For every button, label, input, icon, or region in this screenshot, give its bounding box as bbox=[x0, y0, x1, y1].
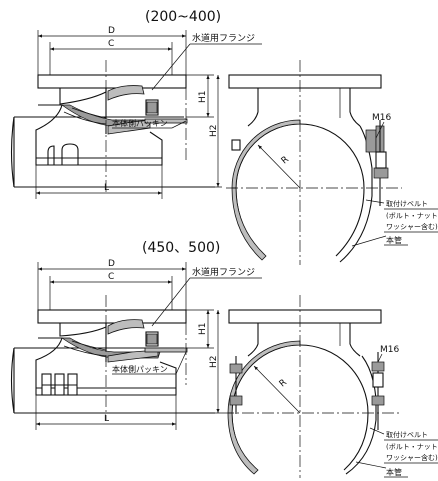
dim-d: D bbox=[108, 26, 115, 36]
belt-label-1: 取付けベルト bbox=[386, 430, 428, 439]
size-range-label: (450、500) bbox=[142, 240, 220, 256]
flange-label: 水道用フランジ bbox=[192, 32, 255, 44]
bolt-label: M16 bbox=[372, 113, 391, 123]
front-view: R M16 取付けベルト (ボルト・ナット・ ワッシャー含む) 本管 bbox=[222, 295, 438, 478]
dim-h2: H2 bbox=[209, 356, 219, 369]
side-section-view: D C L H1 H2 水道用フランジ 本体側パ bbox=[10, 26, 262, 199]
front-view: R M16 取付けベルト (ボルト・ナット・ ワッシャー含む) 本管 bbox=[226, 60, 438, 265]
dim-l: L bbox=[104, 183, 109, 193]
belt-label-3: ワッシャー含む) bbox=[386, 222, 438, 231]
belt-label-2: (ボルト・ナット・ bbox=[386, 212, 438, 220]
dim-c: C bbox=[108, 39, 114, 49]
dim-d: D bbox=[108, 259, 115, 269]
main-pipe-label: 本管 bbox=[386, 235, 402, 245]
view-450-500: (450、500) bbox=[10, 240, 438, 478]
belt-label-3: ワッシャー含む) bbox=[386, 453, 438, 462]
belt-label-1: 取付けベルト bbox=[386, 199, 428, 208]
packing-label: 本体側パッキン bbox=[112, 364, 168, 374]
dim-h2: H2 bbox=[209, 125, 219, 138]
dim-c: C bbox=[108, 272, 114, 282]
side-section-view: D C L H1 H2 水道用フランジ 本体側パ bbox=[10, 259, 262, 430]
dim-l: L bbox=[104, 414, 109, 424]
belt-label-2: (ボルト・ナット・ bbox=[386, 443, 438, 451]
main-pipe-label: 本管 bbox=[386, 467, 402, 477]
bolt-label: M16 bbox=[380, 345, 399, 355]
dim-r: R bbox=[280, 155, 291, 167]
flange-label: 水道用フランジ bbox=[192, 266, 255, 278]
packing-label: 本体側パッキン bbox=[112, 118, 168, 128]
dim-h1: H1 bbox=[198, 323, 208, 336]
size-range-label: (200~400) bbox=[145, 9, 221, 25]
dim-h1: H1 bbox=[198, 91, 208, 104]
dim-r: R bbox=[278, 378, 289, 390]
view-200-400: (200~400) bbox=[10, 9, 438, 265]
